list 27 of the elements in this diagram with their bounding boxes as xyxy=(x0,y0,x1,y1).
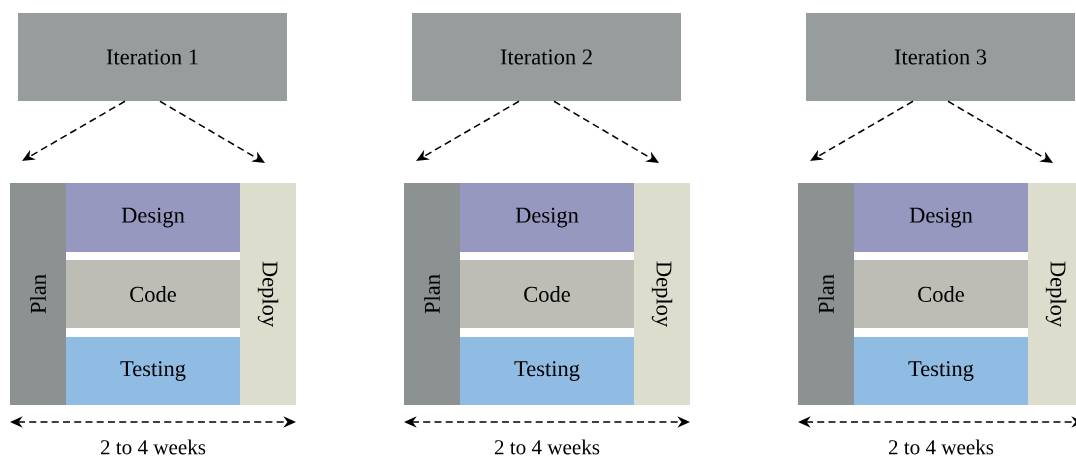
phase-bar: Deploy xyxy=(1028,183,1076,405)
phase-box: Design xyxy=(460,183,634,252)
phase-box: Design xyxy=(66,183,240,252)
phase-bar: Plan xyxy=(798,183,854,405)
phase-box: Design xyxy=(854,183,1028,252)
iteration-box: Iteration 1 xyxy=(18,13,287,101)
phase-bar: Plan xyxy=(404,183,460,405)
duration-label: 2 to 4 weeks xyxy=(888,439,994,455)
iteration-box: Iteration 2 xyxy=(412,13,681,101)
duration-label: 2 to 4 weeks xyxy=(494,439,600,455)
arrow xyxy=(22,100,126,161)
phase-box: Testing xyxy=(854,337,1028,405)
iteration-box: Iteration 3 xyxy=(806,13,1076,101)
phase-box: Code xyxy=(66,260,240,328)
phase-bar: Deploy xyxy=(240,183,296,405)
phase-box: Testing xyxy=(66,337,240,405)
phase-box: Testing xyxy=(460,337,634,405)
arrow xyxy=(947,100,1053,163)
arrow xyxy=(810,100,914,161)
phase-box: Code xyxy=(460,260,634,328)
phase-bar: Plan xyxy=(10,183,66,405)
arrow xyxy=(553,100,659,163)
phase-box: Code xyxy=(854,260,1028,328)
phase-bar: Deploy xyxy=(634,183,690,405)
arrow xyxy=(416,100,520,161)
duration-label: 2 to 4 weeks xyxy=(100,439,206,455)
arrow xyxy=(159,100,265,163)
